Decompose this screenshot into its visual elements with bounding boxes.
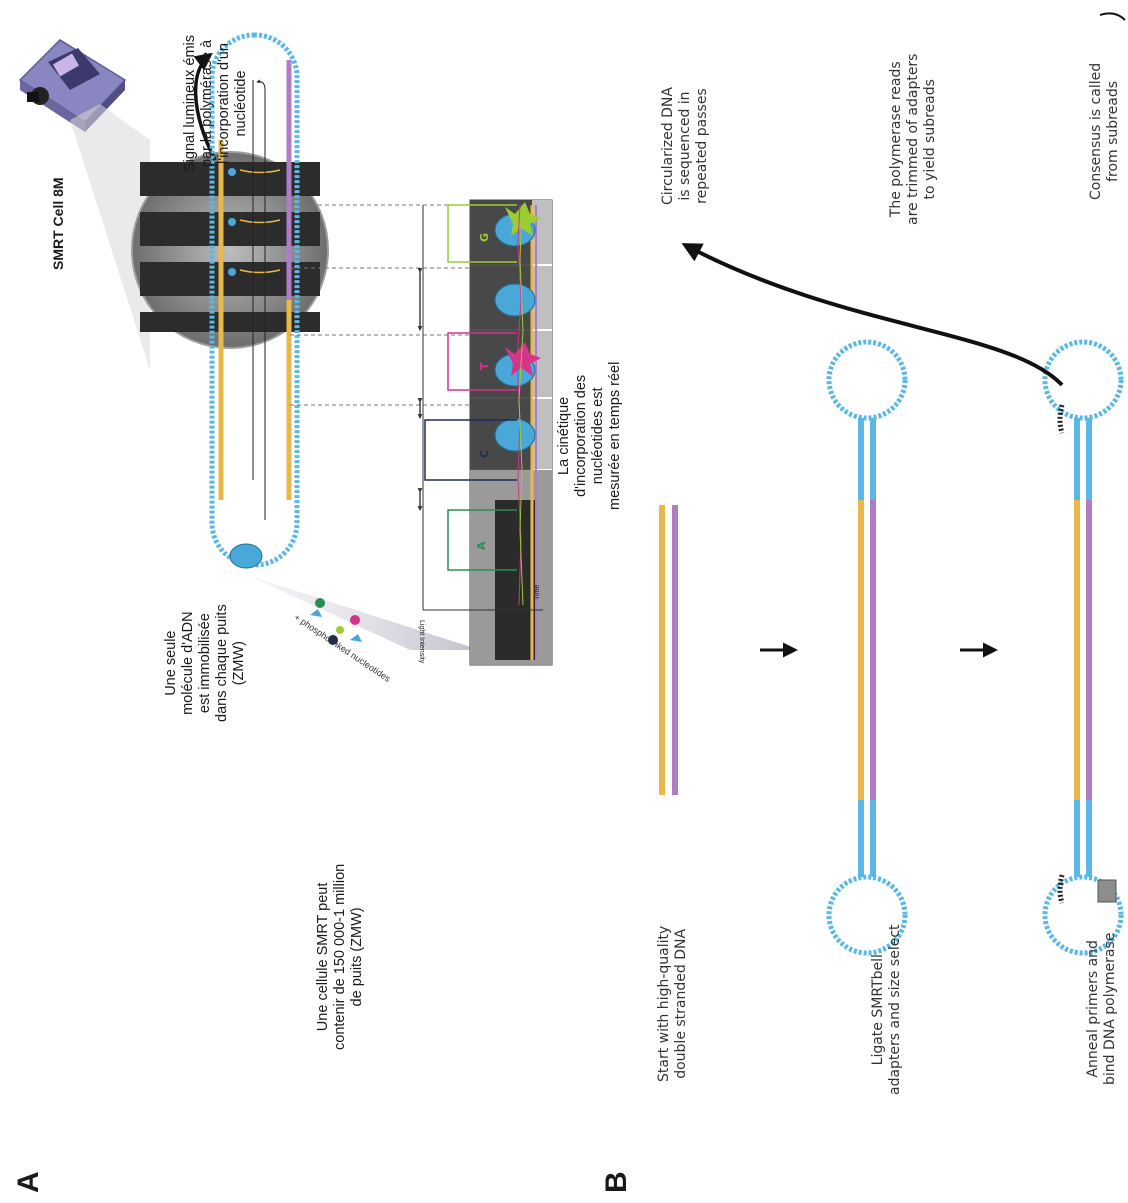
smrt-cell-caption: Une cellule SMRT peut contenir de 150 00…: [315, 864, 366, 1050]
smrtbell-dumbbell: [826, 339, 908, 956]
signal-caption-line: nucléotide: [233, 70, 249, 137]
step-caption-5: The polymerase reads are trimmed of adap…: [888, 54, 939, 225]
base-label-t: T: [478, 362, 491, 370]
step-caption-4: Circularized DNA is sequenced in repeate…: [660, 87, 711, 205]
smrt-cell-caption-line: Une cellule SMRT peut: [315, 882, 331, 1032]
kinetics-caption-line: d'incorporation des: [573, 374, 589, 497]
kinetics-caption: La cinétique d'incorporation des nucléot…: [556, 362, 624, 510]
step-caption-line: The polymerase reads: [888, 61, 904, 218]
molecule-caption-line: Une seule: [163, 630, 179, 696]
step-caption-line: double stranded DNA: [673, 928, 689, 1079]
panel-a-letter: A: [12, 1171, 45, 1193]
step-caption-line: bind DNA polymerase: [1102, 932, 1118, 1085]
smrt-cell-device: [18, 39, 127, 132]
smrtbell-molecule: [209, 32, 300, 569]
signal-caption: Signal lumineux émis par la polymérase à…: [182, 35, 250, 172]
smrt-cell-caption-line: de puits (ZMW): [349, 907, 365, 1007]
nucleotide-beam: [247, 575, 480, 650]
kinetics-caption-line: La cinétique: [556, 396, 572, 475]
molecule-caption-line: (ZMW): [231, 641, 247, 686]
linear-dsdna: [659, 505, 678, 795]
signal-caption-line: par la polymérase à: [199, 39, 215, 168]
intensity-trace: [417, 204, 543, 611]
signal-caption-line: Signal lumineux émis: [182, 34, 198, 172]
smrt-cell-title: SMRT Cell 8M: [50, 177, 66, 270]
step-caption-line: adapters and size select: [887, 924, 903, 1095]
step-caption-line: Consensus is called: [1088, 62, 1104, 200]
step-caption-line: repeated passes: [694, 88, 710, 204]
molecule-caption-line: est immobilisée: [197, 613, 213, 714]
step-caption-line: from subreads: [1105, 81, 1121, 182]
arrow-fragment: [1099, 12, 1126, 21]
zmw-frames: [469, 199, 553, 666]
trace-xlabel: Time: [534, 584, 541, 600]
molecule-caption-line: molécule d'ADN: [180, 611, 196, 715]
step-caption-line: to yield subreads: [922, 79, 938, 200]
step-caption-line: is sequenced in: [677, 91, 693, 201]
free-nucleotides: [310, 598, 362, 645]
arrow-to-molecule: [193, 52, 217, 161]
primed-dumbbell: [1042, 339, 1124, 956]
guide-lines: [290, 204, 470, 406]
step-caption-line: Start with high-quality: [656, 925, 672, 1082]
step-caption-6: Consensus is called from subreads: [1088, 63, 1122, 200]
panel-b-letter: B: [600, 1171, 633, 1193]
step-caption-line: Anneal primers and: [1085, 940, 1101, 1078]
step-caption-line: Ligate SMRTbell: [870, 954, 886, 1066]
molecule-caption-line: dans chaque puits: [214, 604, 230, 722]
kinetics-caption-line: mesurée en temps réel: [607, 361, 623, 510]
base-label-g: G: [478, 232, 491, 242]
step-caption-line: are trimmed of adapters: [905, 53, 921, 225]
arrow-to-sequencing: [681, 243, 1064, 387]
molecule-caption: Une seule molécule d'ADN est immobilisée…: [163, 604, 248, 722]
step-caption-line: Circularized DNA: [660, 87, 676, 205]
step-caption-3: Anneal primers and bind DNA polymerase: [1085, 933, 1119, 1085]
base-label-c: C: [478, 449, 491, 458]
trace-ylabel: Light Intensity: [418, 620, 425, 664]
step-caption-1: Start with high-quality double stranded …: [656, 926, 690, 1082]
zoom-cone: [70, 104, 150, 370]
step-caption-2: Ligate SMRTbell adapters and size select: [870, 924, 904, 1095]
signal-caption-line: l'incorporation d'un: [216, 43, 232, 164]
smrt-cell-caption-line: contenir de 150 000-1 million: [332, 863, 348, 1050]
base-label-a: A: [475, 541, 488, 550]
kinetics-caption-line: nucléotides est: [590, 387, 606, 485]
